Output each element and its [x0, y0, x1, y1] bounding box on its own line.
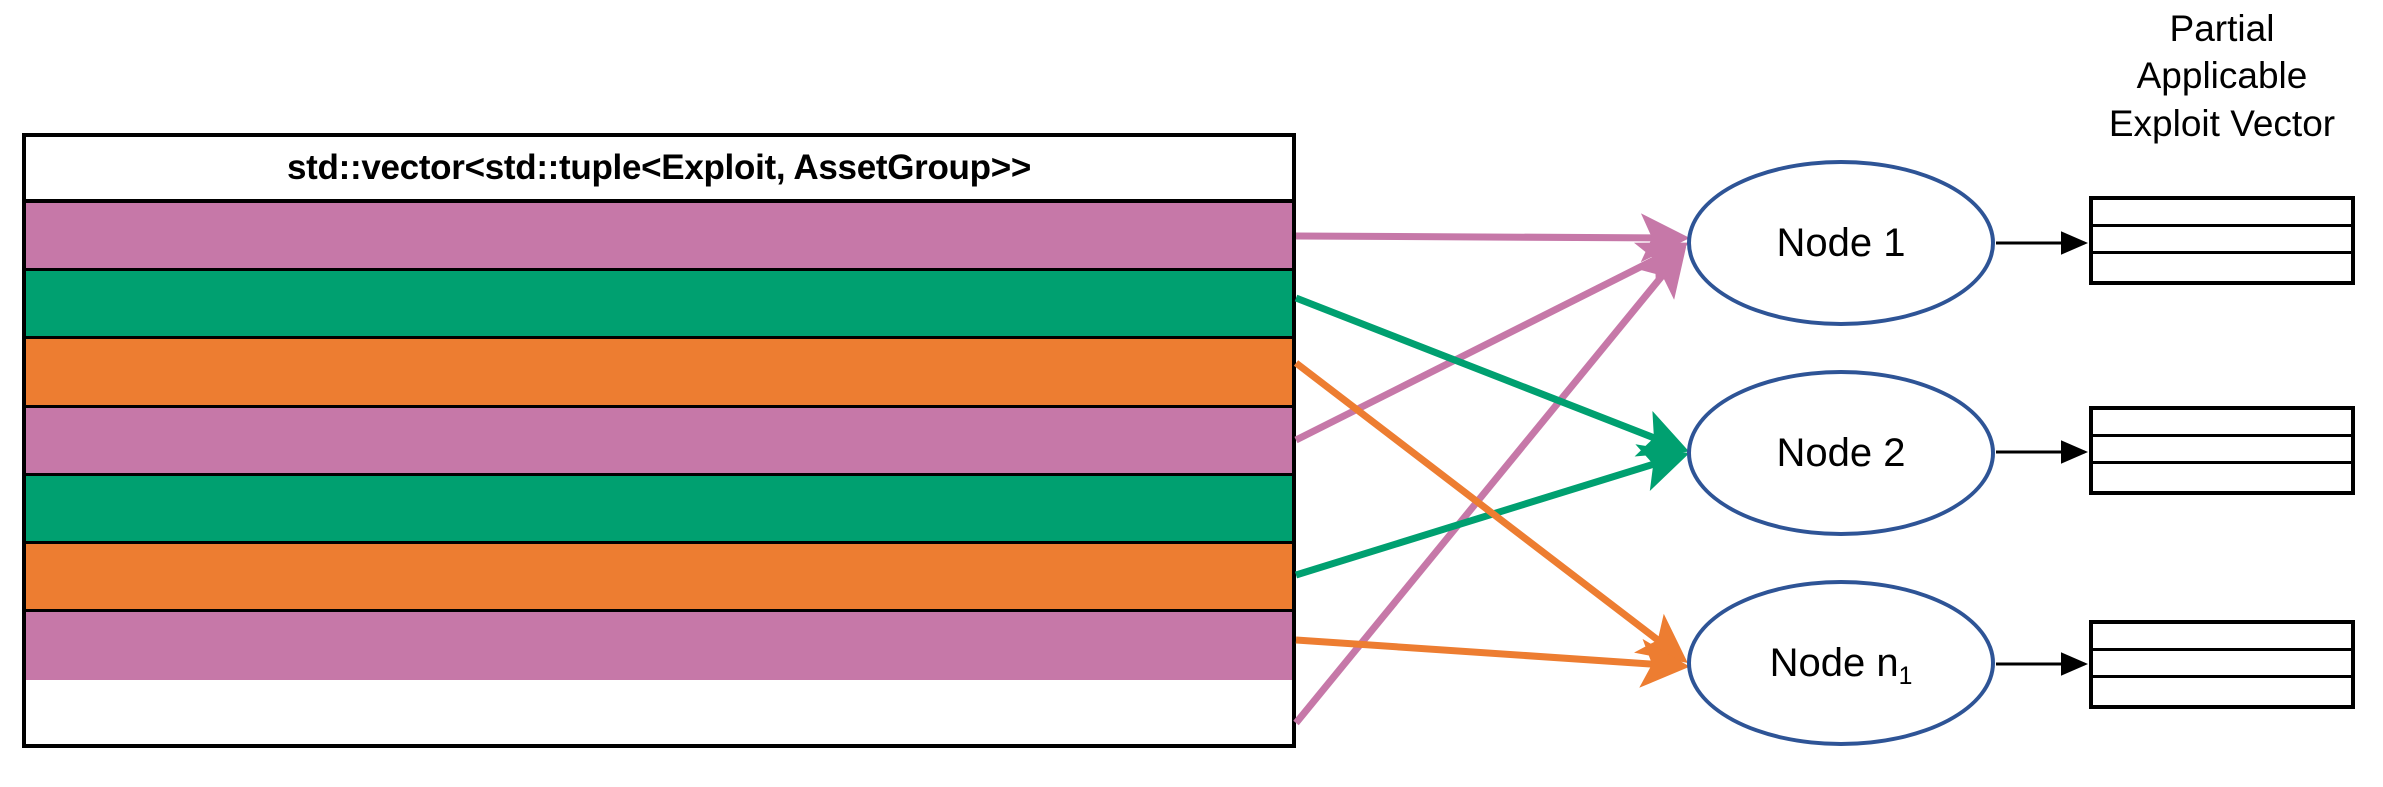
table-header: std::vector<std::tuple<Exploit, AssetGro…	[26, 137, 1292, 203]
partial-exploit-vector-1	[2089, 196, 2355, 285]
edge-row5-to-node2	[1294, 444, 1690, 579]
edge-row7-to-node1	[1293, 246, 1687, 726]
node-1[interactable]: Node 1	[1687, 160, 1995, 326]
node-2-label: Node 2	[1776, 430, 1906, 475]
partial-exploit-vector-2	[2089, 406, 2355, 495]
edge-row3-to-noden1	[1293, 360, 1688, 663]
edge-row4-to-node1	[1294, 242, 1689, 444]
caption-line-1: Partial	[2169, 8, 2275, 49]
edge-row2-to-node2	[1294, 294, 1690, 457]
table-row	[26, 475, 1292, 544]
edge-row1-to-node1	[1295, 213, 1690, 263]
caption-line-3: Exploit Vector	[2108, 102, 2336, 144]
table-row	[26, 339, 1292, 408]
vector-cell	[2093, 254, 2351, 281]
vector-cell	[2093, 200, 2351, 227]
partial-applicable-exploit-vector-caption: Partial Applicable Exploit Vector	[2062, 5, 2382, 147]
node-n1[interactable]: Node n1	[1687, 580, 1995, 746]
table-row	[26, 203, 1292, 272]
node-1-label: Node 1	[1776, 220, 1906, 265]
node-2[interactable]: Node 2	[1687, 370, 1995, 536]
vector-cell	[2093, 227, 2351, 254]
caption-line-2: Applicable	[2136, 55, 2308, 97]
vector-cell	[2093, 651, 2351, 678]
vector-cell	[2093, 437, 2351, 464]
table-header-label: std::vector<std::tuple<Exploit, AssetGro…	[287, 148, 1031, 187]
exploit-asset-vector-table: std::vector<std::tuple<Exploit, AssetGro…	[22, 133, 1296, 748]
table-row	[26, 612, 1292, 681]
partial-exploit-vector-3	[2089, 620, 2355, 709]
edge-row6-to-noden1	[1295, 636, 1690, 688]
vector-cell	[2093, 464, 2351, 491]
node-n1-label: Node n1	[1769, 640, 1913, 690]
vector-cell	[2093, 410, 2351, 437]
node-n1-subscript: 1	[1898, 662, 1913, 690]
vector-cell	[2093, 624, 2351, 651]
vector-cell	[2093, 678, 2351, 705]
table-row	[26, 271, 1292, 340]
table-row	[26, 407, 1292, 476]
table-row	[26, 543, 1292, 613]
